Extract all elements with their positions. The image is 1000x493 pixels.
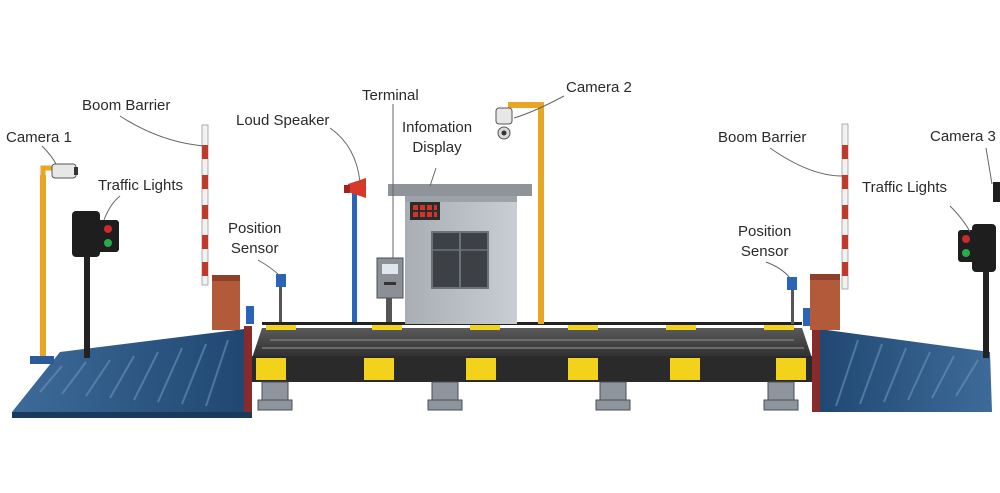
label-position-sensor-right-line2: Sensor <box>740 243 789 260</box>
traffic-lights-left <box>72 211 119 358</box>
label-information-display-line1: Infomation <box>402 119 473 136</box>
left-ramp <box>12 326 252 418</box>
traffic-lights-right <box>958 224 996 358</box>
label-camera-3: Camera 3 <box>930 128 996 145</box>
label-boom-barrier-left: Boom Barrier <box>82 97 171 114</box>
label-position-sensor-left: Position Sensor <box>228 219 281 259</box>
weighbridge-platform <box>252 322 812 411</box>
operator-booth <box>388 184 532 324</box>
information-display <box>410 202 440 220</box>
boom-barrier-right <box>810 123 849 330</box>
label-traffic-lights-right: Traffic Lights <box>862 179 948 196</box>
label-camera-2: Camera 2 <box>566 79 632 96</box>
boom-barrier-left <box>201 124 240 330</box>
label-terminal: Terminal <box>362 87 419 104</box>
loud-speaker <box>344 178 366 322</box>
terminal <box>376 257 404 322</box>
label-information-display-line2: Display <box>412 139 462 156</box>
label-position-sensor-right: Position Sensor <box>738 222 791 262</box>
position-sensor-left <box>246 274 286 324</box>
label-position-sensor-right-line1: Position <box>738 223 792 240</box>
camera-2-icon <box>495 107 513 140</box>
camera-3-pole <box>993 182 1000 202</box>
right-ramp <box>812 326 992 412</box>
label-position-sensor-left-line1: Position <box>228 220 282 237</box>
camera-2-pole <box>508 102 544 324</box>
label-position-sensor-left-line2: Sensor <box>230 240 279 257</box>
label-loud-speaker: Loud Speaker <box>236 112 330 129</box>
position-sensor-right <box>787 277 811 326</box>
camera-1-pole <box>30 165 54 364</box>
label-camera-1: Camera 1 <box>6 129 72 146</box>
camera-1-icon <box>51 163 78 179</box>
label-traffic-lights-left: Traffic Lights <box>98 177 184 194</box>
label-boom-barrier-right: Boom Barrier <box>718 129 807 146</box>
callout-lines <box>41 95 993 279</box>
label-information-display: Infomation Display <box>402 118 472 158</box>
